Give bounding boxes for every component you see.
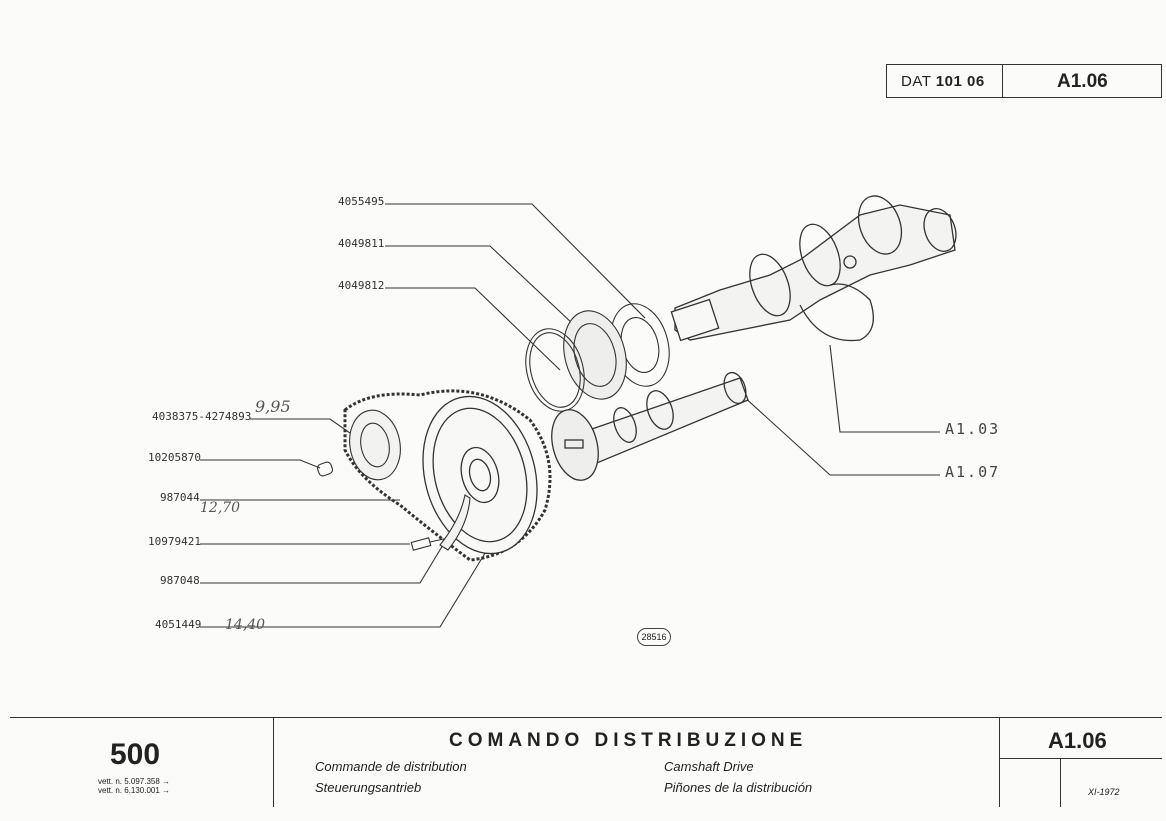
figure-number: 28516 <box>637 628 671 646</box>
part-label-4049812: 4049812 <box>338 279 385 292</box>
footer-divider <box>999 758 1162 759</box>
handwritten-note: 14,40 <box>225 617 266 633</box>
dat-number: 101 06 <box>935 73 985 90</box>
title-spanish: Piñones de la distribución <box>664 780 813 795</box>
handwritten-note: 12,70 <box>200 500 241 516</box>
title-english: Camshaft Drive <box>664 759 754 774</box>
camshaft <box>551 371 749 481</box>
page-title: COMANDO DISTRIBUZIONE <box>449 730 808 751</box>
part-label-987044: 987044 <box>160 491 200 504</box>
leader-line <box>829 344 940 433</box>
dat-prefix: DAT <box>901 73 932 90</box>
footer-divider <box>999 717 1000 807</box>
leader-line <box>741 394 940 476</box>
leader-line <box>200 544 491 628</box>
exploded-drawing <box>200 195 957 628</box>
cross-ref-a1-07: A1.07 <box>945 463 1001 481</box>
small-sprocket <box>349 409 401 481</box>
header-code: A1.06 <box>1057 71 1108 92</box>
header-box: DAT 101 06 A1.06 <box>886 64 1162 98</box>
title-german: Steuerungsantrieb <box>315 780 422 795</box>
woodruff-key <box>316 461 334 477</box>
lock-plate <box>439 494 471 551</box>
title-french: Commande de distribution <box>315 759 467 774</box>
cross-ref-a1-03: A1.03 <box>945 420 1001 438</box>
footer-divider <box>10 717 1162 718</box>
leader-line <box>385 287 561 371</box>
leader-line <box>385 203 646 319</box>
vehicle-serial: vett. n. 6.130.001 → <box>98 786 171 795</box>
revision-date: XI-1972 <box>1088 787 1120 797</box>
crank-sprocket <box>563 310 627 400</box>
part-label-10979421: 10979421 <box>148 535 201 548</box>
header-divider <box>1002 65 1003 97</box>
model-number: 500 <box>110 738 161 771</box>
handwritten-note: 9,95 <box>255 397 291 416</box>
part-label-4038375-4274893: 4038375-4274893 <box>152 410 252 423</box>
dat-reference: DAT 101 06 <box>901 73 985 90</box>
leader-line <box>385 245 591 341</box>
part-label-4049811: 4049811 <box>338 237 385 250</box>
crankshaft <box>670 195 957 342</box>
part-label-4051449: 4051449 <box>155 618 202 631</box>
leader-line <box>200 459 321 469</box>
part-label-987048: 987048 <box>160 574 200 587</box>
part-label-10205870: 10205870 <box>148 451 201 464</box>
vehicle-serial: vett. n. 5.097.358 → <box>98 777 171 786</box>
footer-divider <box>273 717 274 807</box>
footer-code: A1.06 <box>1048 728 1107 753</box>
cam-sprocket <box>422 395 538 555</box>
leader-line <box>200 524 456 584</box>
footer-divider <box>1060 758 1061 807</box>
part-label-4055495: 4055495 <box>338 195 385 208</box>
timing-chain <box>343 389 552 562</box>
